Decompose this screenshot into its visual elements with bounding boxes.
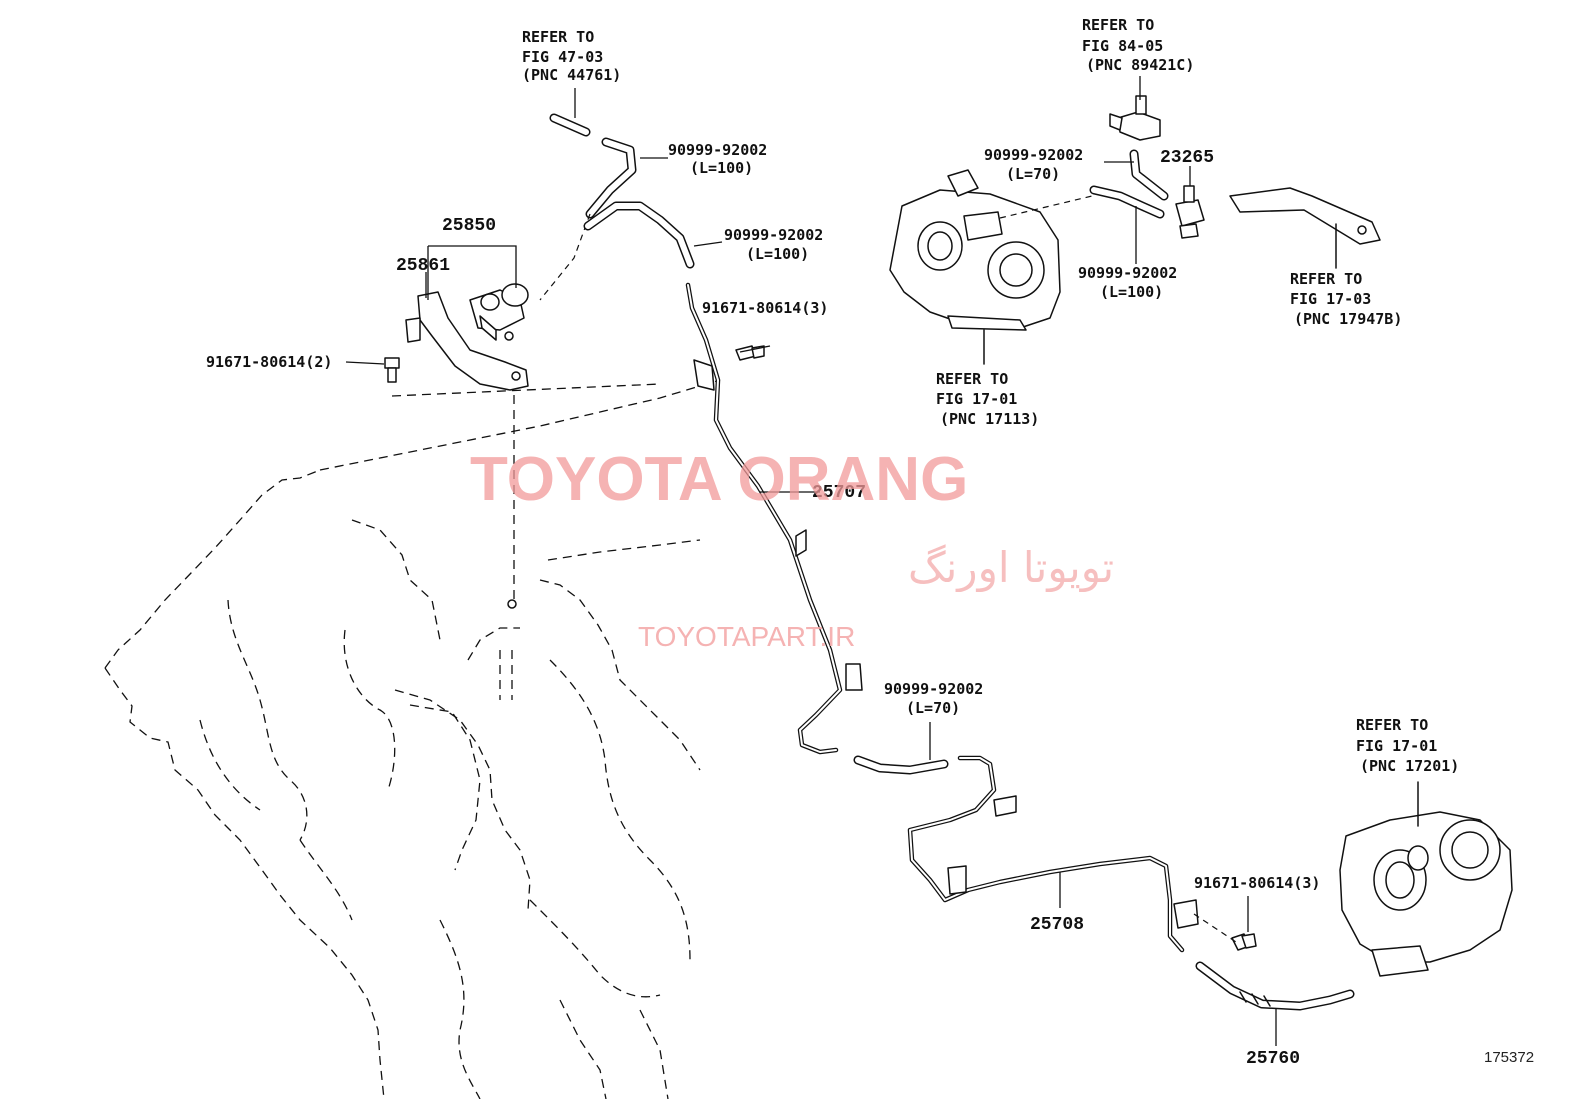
hose-b-len: (L=100) [746,245,809,263]
hoses-throttle [1089,149,1169,219]
hose-e-label: 90999-92002 (L=70) [884,680,983,717]
ref-17-01-a-line2: FIG 17-01 [936,390,1017,408]
ref-17-01-b-line1: REFER TO [1356,716,1428,734]
ref-17-03: REFER TO FIG 17-03 (PNC 17947B) [1290,270,1402,328]
hose-e-len: (L=70) [906,699,960,717]
hose-upper-left [539,113,637,301]
hose-d-label: 90999-92002 (L=100) [1078,264,1177,301]
watermark-line2: تویوتا اورنگ [908,543,1114,592]
ref-17-01-a-line3: (PNC 17113) [940,410,1039,428]
hose-a-label: 90999-92002 (L=100) [668,141,767,177]
hose-d-pn: 90999-92002 [1078,264,1177,282]
hose-middle-l70 [853,755,949,775]
ref-47-03-line1: REFER TO [522,28,594,46]
hose-d-len: (L=100) [1100,283,1163,301]
watermark-line3: TOYOTAPART.IR [638,621,855,652]
part-25707-label: 25707 [812,483,866,503]
bolt-b-label: 91671-80614(2) [206,353,332,371]
engine-block-outline [104,379,721,1099]
pipe-25707 [685,282,863,755]
part-25850-label: 25850 [442,216,496,236]
ref-47-03: REFER TO FIG 47-03 (PNC 44761) [522,28,621,84]
ref-84-05-line2: FIG 84-05 [1082,37,1163,55]
pipe-25708 [907,755,1199,953]
bolt-a-label: 91671-80614(3) [702,299,828,317]
part-25861-label: 25861 [396,256,450,276]
hose-a-len: (L=100) [690,159,753,177]
ref-84-05-line3: (PNC 89421C) [1086,56,1194,74]
filter-23265 [1175,185,1205,239]
ref-84-05-line1: REFER TO [1082,16,1154,34]
ref-47-03-line2: FIG 47-03 [522,48,603,66]
ref-84-05: REFER TO FIG 84-05 (PNC 89421C) [1082,16,1194,74]
hose-c-label: 90999-92002 (L=70) [984,146,1083,183]
hose-c-pn: 90999-92002 [984,146,1083,164]
ref-17-01-a: REFER TO FIG 17-01 (PNC 17113) [936,370,1039,428]
ref-17-03-line2: FIG 17-03 [1290,290,1371,308]
hose-25760 [1195,961,1355,1011]
sensor-89421c [1109,95,1161,141]
hose-b-label: 90999-92002 (L=100) [724,226,823,263]
part-25708-label: 25708 [1030,915,1084,935]
hose-b-pn: 90999-92002 [724,226,823,244]
part-23265-label: 23265 [1160,148,1214,168]
leader-lines [345,76,1277,1046]
bolt-c-label: 91671-80614(3) [1194,874,1320,892]
figure-number: 175372 [1484,1049,1534,1066]
part-25760-label: 25760 [1246,1049,1300,1069]
bolt-left [384,357,400,383]
bolt-right-guide [1193,913,1237,943]
hose-c-len: (L=70) [1006,165,1060,183]
turbocharger-17201 [1339,781,1513,977]
watermark: TOYOTA ORANG تویوتا اورنگ TOYOTAPART.IR [470,445,1114,652]
bracket-17947b [1229,187,1381,269]
ref-17-01-a-line1: REFER TO [936,370,1008,388]
bolt-right [1231,933,1257,951]
throttle-body-17113 [889,169,1093,365]
ref-17-03-line1: REFER TO [1290,270,1362,288]
ref-17-03-line3: (PNC 17947B) [1294,310,1402,328]
ref-17-01-b-line3: (PNC 17201) [1360,757,1459,775]
watermark-line1: TOYOTA ORANG [470,445,968,514]
ref-17-01-b-line2: FIG 17-01 [1356,737,1437,755]
vsv-assembly-25850 [405,283,529,391]
ref-17-01-b: REFER TO FIG 17-01 (PNC 17201) [1356,716,1459,775]
ref-47-03-line3: (PNC 44761) [522,66,621,84]
hose-25707-top [583,201,695,269]
hose-a-pn: 90999-92002 [668,141,767,159]
hose-e-pn: 90999-92002 [884,680,983,698]
